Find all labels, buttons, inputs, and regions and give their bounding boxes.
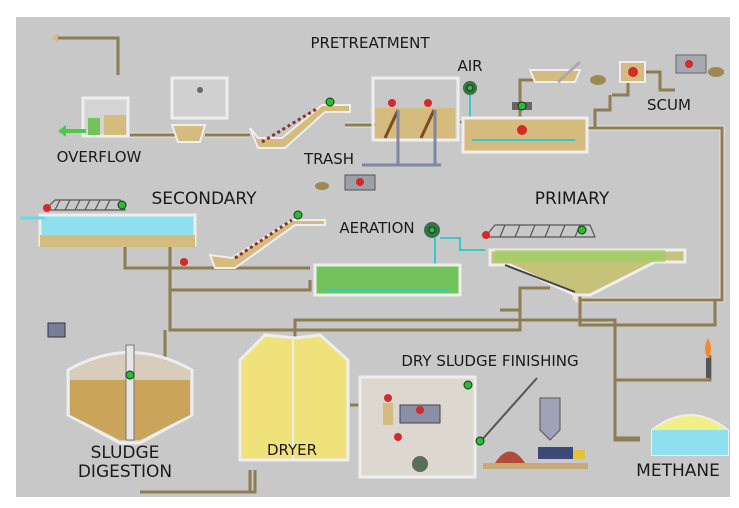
label-air: AIR [457, 57, 482, 75]
label-dry-sludge-finishing: DRY SLUDGE FINISHING [401, 352, 578, 370]
label-aeration: AERATION [339, 219, 414, 237]
screen-house [362, 76, 460, 167]
label-secondary: SECONDARY [151, 189, 257, 209]
label-digestion: DIGESTION [78, 462, 172, 482]
conveyor-and-silo [475, 377, 588, 469]
grit-classifier [528, 60, 606, 85]
aeration-basin [313, 222, 462, 297]
primary-clarifier [482, 224, 687, 297]
dry-sludge-blower-icon [412, 456, 428, 472]
label-scum: SCUM [647, 96, 691, 114]
overflow-chamber [52, 33, 130, 138]
screen-conveyor [249, 97, 351, 149]
grit-chamber [170, 76, 229, 143]
label-trash: TRASH [303, 150, 354, 168]
sludge-dryer [238, 333, 350, 462]
scum-concentrator [619, 54, 724, 83]
secondary-clarifier [20, 199, 197, 247]
aerated-grit-tank [461, 81, 589, 154]
flare-flame-icon [705, 338, 711, 358]
dry-sludge-finishing-building [358, 375, 477, 479]
label-sludge: SLUDGE [91, 443, 160, 463]
label-methane: METHANE [636, 461, 720, 481]
inflow-arrow-icon [52, 33, 58, 43]
methane-storage [651, 338, 729, 456]
label-pretreatment: PRETREATMENT [310, 34, 430, 52]
label-overflow: OVERFLOW [57, 148, 142, 166]
return-sludge-screw [180, 210, 326, 269]
trash-compactor [315, 174, 376, 191]
sludge-digester [47, 322, 194, 445]
label-dryer: DRYER [267, 441, 317, 459]
label-primary: PRIMARY [535, 189, 610, 209]
